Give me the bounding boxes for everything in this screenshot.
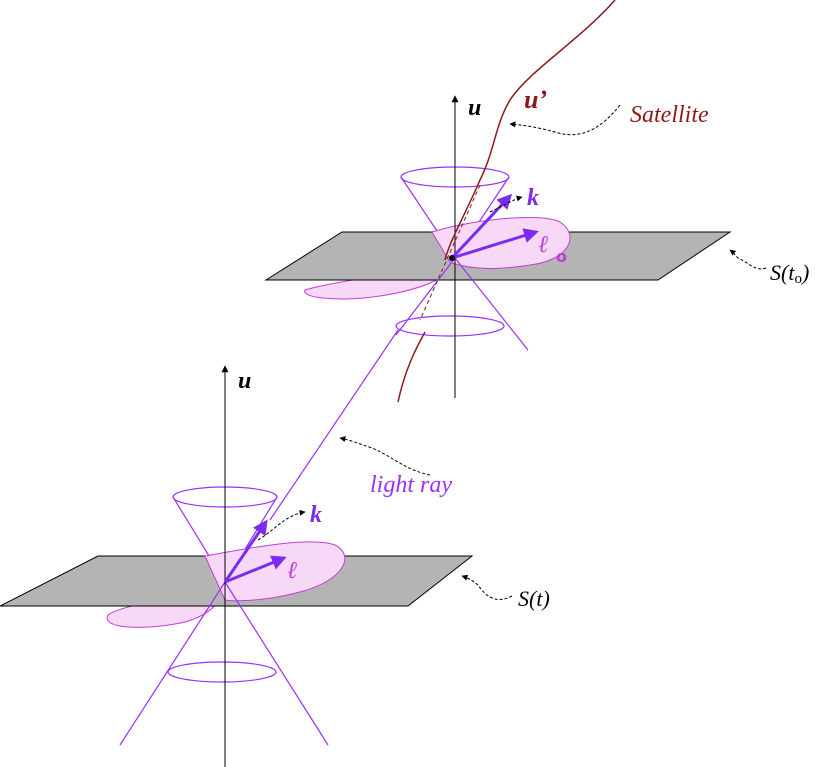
light-ray-label: light ray (370, 472, 452, 498)
s-t-pointer (461, 574, 513, 600)
s-t0-close: ) (800, 260, 809, 285)
light-ray-pointer (339, 436, 431, 476)
l-vector-top (451, 228, 539, 260)
k-top-pointer (489, 195, 523, 213)
l-label-top: ℓ (538, 232, 548, 258)
k-bottom-pointer (257, 509, 306, 541)
satellite-tangent-dashed (419, 184, 481, 321)
l-label-bottom: ℓ (287, 558, 297, 584)
satellite-pointer (509, 104, 621, 136)
l-vector-bottom (224, 555, 287, 584)
u-label-top: u (468, 95, 481, 121)
l-label-top-sub: o (556, 247, 567, 266)
s-t0-label: S(to) (770, 260, 809, 287)
top-event-group: u u’ Satellite k ℓ o S(to) (264, 0, 809, 403)
bottom-ellipse-upper-lobe (204, 541, 346, 602)
event-point-top (449, 255, 455, 261)
bottom-event-group: u k ℓ S(t) (0, 365, 550, 767)
k-label-bottom: k (310, 502, 322, 528)
s-t0-pointer (729, 249, 767, 270)
k-label-top: k (527, 185, 539, 211)
s-t0-subscript: o (794, 271, 802, 287)
light-ray-line (269, 329, 399, 521)
satellite-worldline-lower (397, 331, 426, 403)
s-t0-main: S(t (770, 260, 795, 285)
satellite-label: Satellite (630, 102, 709, 128)
u-label-bottom: u (238, 368, 251, 394)
k-vector-top (450, 193, 513, 260)
k-vector-bottom (223, 519, 268, 583)
satellite-worldline (444, 0, 616, 261)
top-past-cone (395, 257, 529, 351)
u-prime-label: u’ (524, 85, 547, 114)
bottom-past-cone (119, 581, 329, 746)
s-t-label: S(t) (518, 586, 550, 611)
